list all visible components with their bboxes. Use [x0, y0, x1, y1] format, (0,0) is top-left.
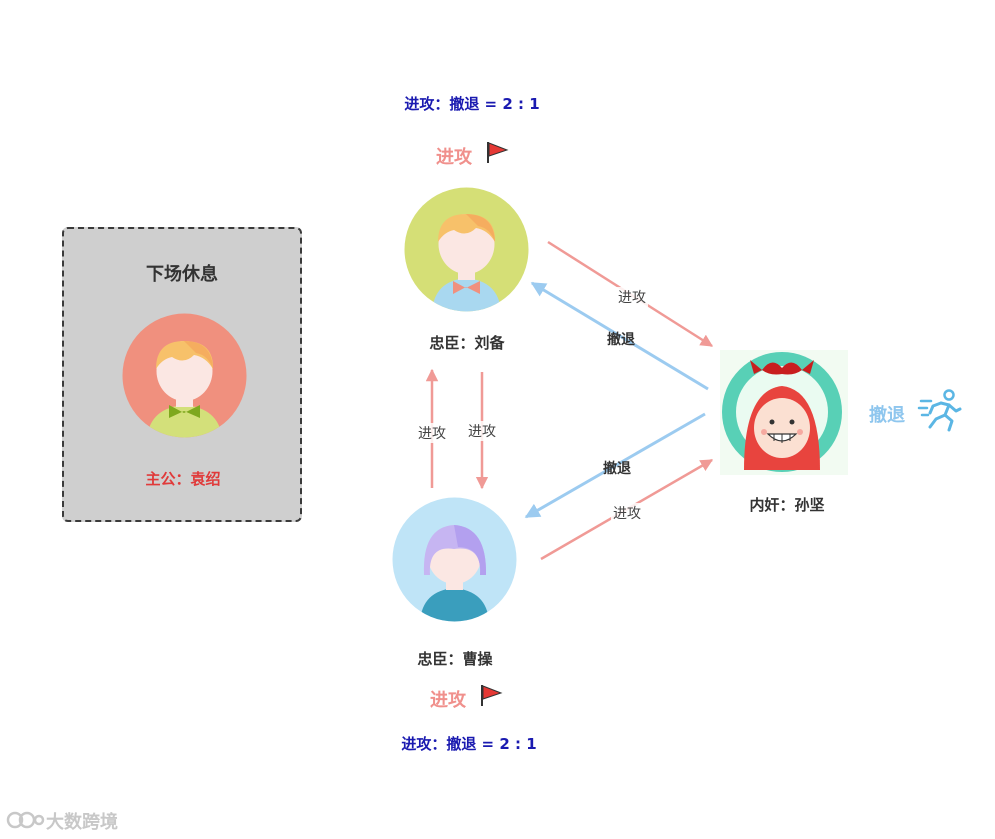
yuanshao-label: 主公：袁绍: [145, 470, 221, 488]
edge-label-sunjian-to-caocao: 撤退: [603, 461, 631, 477]
caocao-ratio: 进攻：撤退 = 2 : 1: [401, 735, 537, 753]
sunjian-label: 内奸：孙坚: [749, 496, 825, 514]
sunjian-avatar: [720, 350, 848, 475]
edge-label-caocao-to-sunjian: 进攻: [611, 503, 643, 523]
arrow-sunjian-to-caocao: [524, 412, 706, 519]
red-flag-icon: [481, 685, 503, 706]
liubei-status: 进攻: [436, 147, 472, 168]
liubei-avatar: [404, 187, 529, 312]
arrow-sunjian-to-liubei: [530, 281, 709, 391]
edge-label-liubei-to-caocao: 进攻: [466, 421, 498, 441]
edge-label-sunjian-to-liubei: 撤退: [607, 332, 635, 348]
watermark-logo-icon: [6, 811, 45, 829]
edge-label-caocao-to-liubei: 进攻: [416, 423, 448, 443]
caocao-avatar: [392, 497, 517, 622]
watermark-text: 大数跨境: [46, 812, 118, 833]
caocao-status: 进攻: [430, 690, 466, 711]
red-flag-icon: [487, 142, 509, 163]
liubei-ratio: 进攻：撤退 = 2 : 1: [404, 95, 540, 113]
liubei-label: 忠臣：刘备: [429, 334, 505, 352]
running-person-icon: [917, 389, 962, 432]
yuanshao-avatar: [122, 313, 247, 438]
caocao-label: 忠臣：曹操: [417, 650, 493, 668]
sunjian-status: 撤退: [869, 405, 905, 426]
bench-title: 下场休息: [146, 264, 218, 285]
edge-label-liubei-to-sunjian: 进攻: [616, 287, 648, 307]
